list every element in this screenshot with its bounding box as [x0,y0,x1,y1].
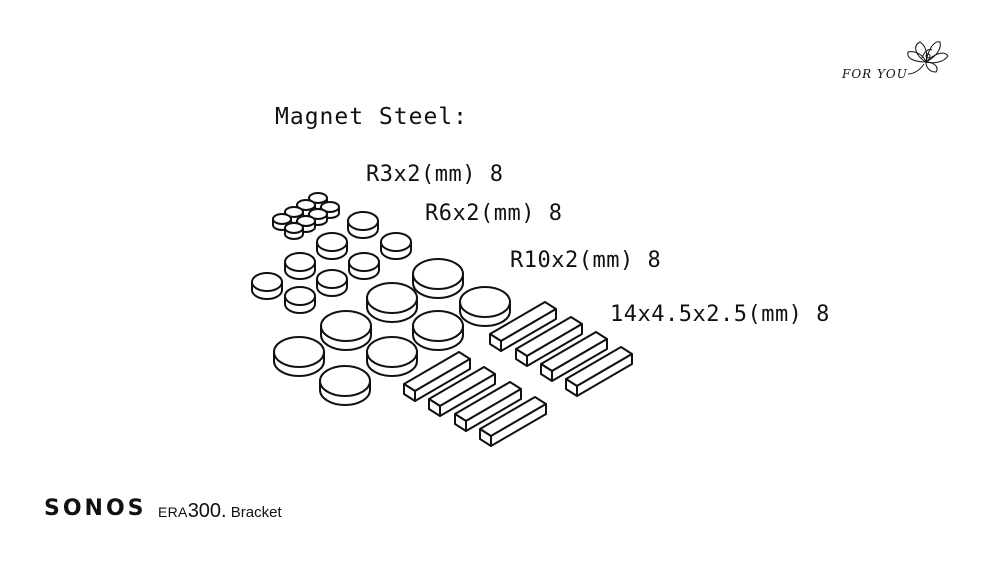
magnet-r10-disc [459,286,511,327]
product-description: Bracket [226,504,282,521]
magnet-r10-disc [320,310,372,351]
magnet-bar [515,316,583,367]
product-name: ERA300. Bracket [158,500,282,523]
magnet-r6-disc [380,232,412,260]
lotus-flower-icon [907,41,949,75]
magnet-bar [565,346,633,397]
logo-text: FOR YOU [841,67,908,81]
magnet-r10-disc [273,336,325,377]
magnet-bar [479,396,547,447]
section-heading: Magnet Steel: [275,104,469,130]
magnet-r6-disc [316,269,348,297]
magnet-r10-disc [366,282,418,323]
magnet-bar [454,381,522,432]
brand-logo: SONOS [44,496,147,521]
magnet-r3-disc [284,222,304,240]
magnet-bar [540,331,608,382]
magnet-r6-disc [347,211,379,239]
spec-label-bar: 14x4.5x2.5(mm) 8 [610,302,830,327]
magnet-r6-disc [284,252,316,280]
magnet-bar [403,351,471,402]
spec-label-r10: R10x2(mm) 8 [510,248,662,273]
magnet-bar [428,366,496,417]
magnet-r10-disc [319,365,371,406]
product-model-prefix: ERA [158,504,188,520]
product-model-number: 300. [187,500,227,522]
magnet-r6-disc [251,272,283,300]
magnet-r6-disc [316,232,348,260]
for-you-logo: FOR YOU [841,41,949,81]
spec-label-r3: R3x2(mm) 8 [366,162,504,187]
magnet-r6-disc [284,286,316,314]
spec-label-r6: R6x2(mm) 8 [425,201,563,226]
magnet-r6-disc [348,252,380,280]
magnet-r10-disc [366,336,418,377]
magnet-r10-disc [412,258,464,299]
magnet-r3-disc [296,215,316,233]
magnet-bar [489,301,557,352]
magnet-r10-disc [412,310,464,351]
